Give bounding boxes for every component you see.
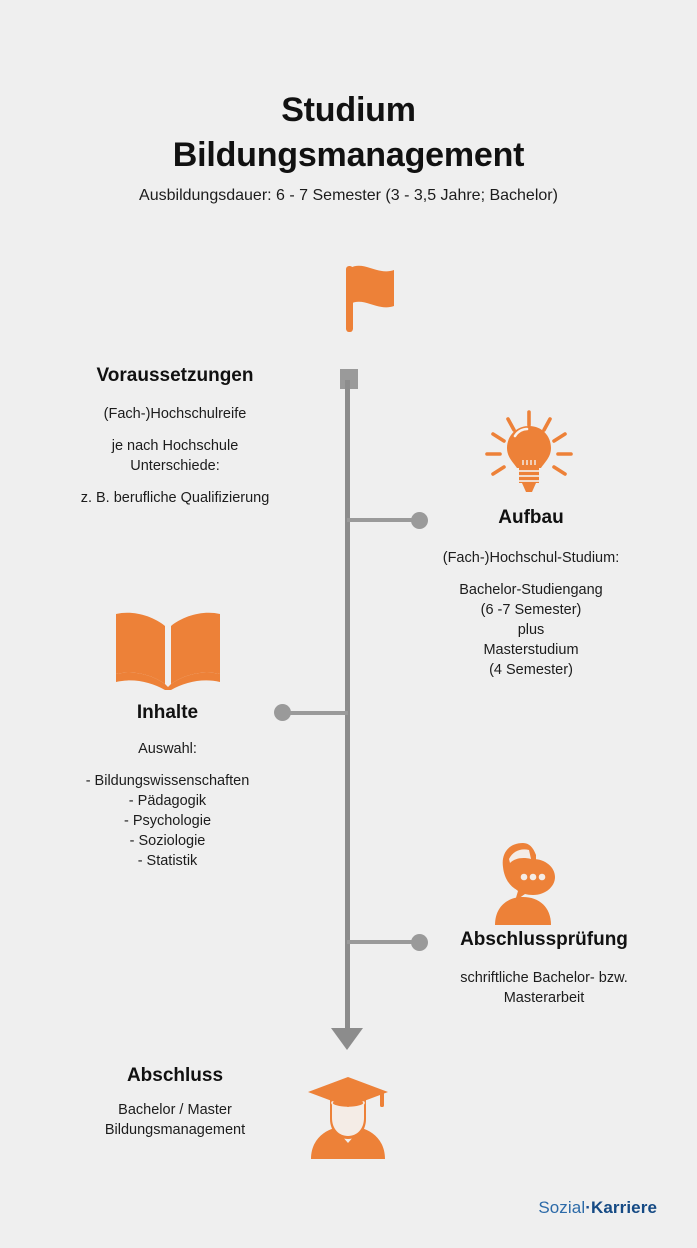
step-inhalte: Inhalte Auswahl: - Bildungswissenschafte… (35, 701, 300, 871)
open-book-icon (113, 608, 223, 695)
step-voraussetzungen: Voraussetzungen (Fach-)Hochschulreife je… (15, 364, 335, 508)
brand-separator: · (585, 1198, 591, 1217)
step-heading-abschluss: Abschluss (126, 1065, 224, 1086)
inhalte-list-item: - Soziologie (129, 833, 206, 849)
graduate-icon (305, 1073, 391, 1166)
voraussetzungen-text-1: (Fach-)Hochschulreife (103, 406, 247, 422)
page-title-line-1: Studium (281, 91, 416, 129)
aufbau-text-1: (Fach-)Hochschul-Studium: (442, 550, 620, 566)
aufbau-text-2e: (4 Semester) (489, 662, 573, 678)
connector-line-abschlusspruefung (347, 940, 415, 944)
timeline-spine (345, 380, 350, 1030)
inhalte-text-1: Auswahl: (138, 741, 197, 757)
aufbau-text-2d: Masterstudium (483, 642, 579, 658)
step-heading-aufbau: Aufbau (498, 507, 564, 528)
step-aufbau: Aufbau (Fach-)Hochschul-Studium: Bachelo… (400, 506, 662, 680)
aufbau-text-2c: plus (517, 622, 545, 638)
person-speech-bubble-icon (487, 837, 579, 932)
aufbau-text-2b: (6 -7 Semester) (480, 602, 582, 618)
flag-icon (340, 262, 410, 337)
connector-line-inhalte (288, 711, 348, 715)
step-heading-abschlusspruefung: Abschlussprüfung (460, 929, 628, 950)
connector-line-aufbau (347, 518, 415, 522)
connector-dot-abschlusspruefung (411, 934, 428, 951)
inhalte-list-item: - Bildungswissenschaften (85, 773, 250, 789)
brand-name-second: Karriere (590, 1198, 657, 1217)
aufbau-text-2a: Bachelor-Studiengang (459, 582, 603, 598)
page-subtitle: Ausbildungsdauer: 6 - 7 Semester (3 - 3,… (139, 187, 558, 204)
footer-logo: Sozial·Karriere (538, 1198, 657, 1218)
header: Studium Bildungsmanagement Ausbildungsda… (0, 88, 697, 206)
connector-dot-aufbau (411, 512, 428, 529)
abschluss-text-1b: Bildungsmanagement (104, 1122, 246, 1138)
voraussetzungen-text-2b: Unterschiede: (130, 458, 220, 474)
abschlusspruefung-text-1b: Masterarbeit (503, 990, 585, 1006)
abschlusspruefung-text-1a: schriftliche Bachelor- bzw. (460, 970, 628, 986)
inhalte-list-item: - Statistik (137, 853, 198, 869)
step-heading-inhalte: Inhalte (136, 702, 199, 723)
timeline-start-marker (340, 369, 358, 389)
step-abschluss: Abschluss Bachelor / Master Bildungsmana… (45, 1064, 305, 1140)
timeline-arrow-icon (331, 1028, 363, 1050)
inhalte-list-item: - Psychologie (123, 813, 212, 829)
page-title-line-2: Bildungsmanagement (172, 136, 525, 174)
inhalte-list-item: - Pädagogik (128, 793, 207, 809)
step-heading-voraussetzungen: Voraussetzungen (96, 365, 254, 386)
step-abschlusspruefung: Abschlussprüfung schriftliche Bachelor- … (420, 928, 668, 1008)
lightbulb-icon (483, 410, 575, 507)
brand-name-first: Sozial (538, 1198, 586, 1217)
abschluss-text-1a: Bachelor / Master (118, 1102, 232, 1118)
connector-dot-inhalte (274, 704, 291, 721)
voraussetzungen-text-2a: je nach Hochschule (111, 438, 239, 454)
voraussetzungen-text-3: z. B. berufliche Qualifizierung (80, 490, 270, 506)
